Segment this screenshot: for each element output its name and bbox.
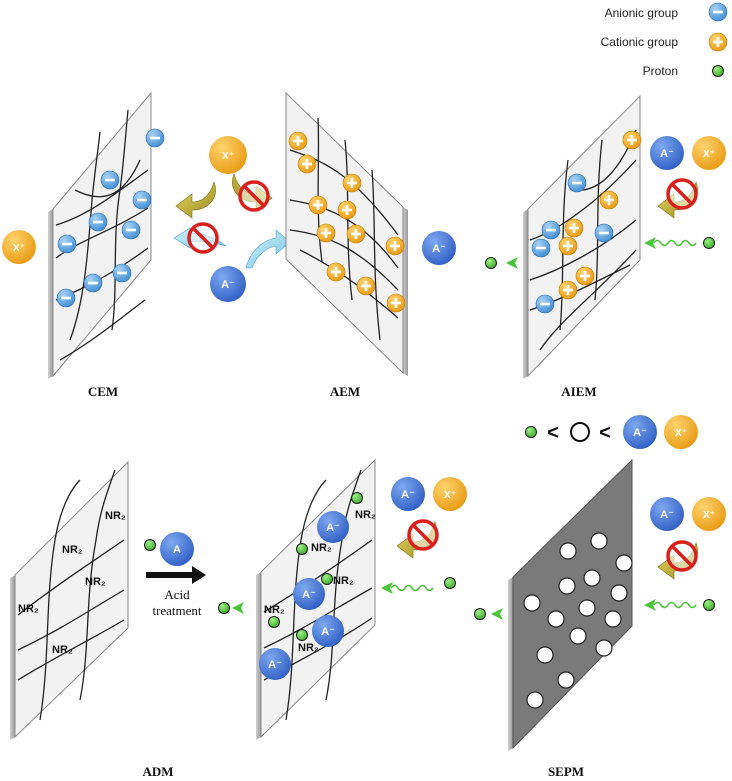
aiem-prohibition-icon	[666, 178, 698, 210]
legend-cationic-label: Cationic group	[601, 35, 679, 49]
acid-anion: A	[160, 532, 194, 566]
svg-text:NR₂: NR₂	[298, 642, 319, 654]
aiem-panel	[523, 94, 642, 379]
sepm-proton-in	[703, 599, 715, 611]
acid-doped-anion: A⁻	[391, 477, 425, 511]
svg-text:NR₂: NR₂	[18, 603, 39, 615]
svg-text:A⁻: A⁻	[321, 626, 335, 638]
sepm-proton-wave-in	[643, 598, 697, 612]
svg-text:A⁻: A⁻	[432, 243, 446, 255]
svg-text:A⁻: A⁻	[660, 509, 674, 521]
aiem-anion: A⁻	[650, 136, 684, 170]
sepm-membrane	[512, 458, 633, 750]
svg-text:<: <	[599, 422, 611, 444]
legend-proton-icon	[712, 65, 724, 77]
center-anion: A⁻	[210, 266, 246, 302]
aem-panel	[285, 91, 408, 376]
adm-proton-arrow-out	[232, 602, 244, 614]
acid-doped-proton-in	[444, 577, 456, 589]
acid-treatment-label-1: Acid	[164, 587, 190, 602]
center-cation: X⁺	[209, 136, 247, 174]
svg-text:A⁻: A⁻	[268, 659, 282, 671]
sepm-anion: A⁻	[650, 497, 684, 531]
svg-text:X⁺: X⁺	[703, 149, 715, 160]
svg-text:X⁺: X⁺	[675, 428, 687, 439]
acid-doped-prohibition-icon	[407, 519, 439, 551]
svg-text:A⁻: A⁻	[401, 489, 415, 501]
svg-text:NR₂: NR₂	[333, 575, 354, 587]
adm-proton-out	[218, 602, 230, 614]
svg-text:X⁺: X⁺	[222, 151, 234, 162]
cation-label: X⁺	[13, 243, 25, 254]
adm-panel: NR₂ NR₂ NR₂ NR₂ NR₂	[10, 460, 129, 740]
sepm-cation: X⁺	[692, 497, 726, 531]
svg-text:NR₂: NR₂	[85, 576, 106, 588]
svg-text:NR₂: NR₂	[311, 542, 332, 554]
svg-text:A⁻: A⁻	[302, 589, 316, 601]
caption-sepm: SEPM	[548, 764, 584, 779]
legend-anionic-label: Anionic group	[605, 6, 679, 20]
legend-anionic-icon	[708, 2, 728, 22]
caption-aem: AEM	[330, 384, 360, 399]
svg-text:NR₂: NR₂	[62, 544, 83, 556]
cem-cation-arrow	[175, 181, 216, 219]
aiem-proton-in	[703, 237, 715, 249]
caption-adm: ADM	[142, 764, 173, 779]
svg-text:X⁺: X⁺	[444, 490, 456, 501]
acid-proton	[144, 539, 156, 551]
cem-panel	[48, 91, 165, 379]
cem-membrane	[52, 91, 152, 378]
aem-anion-arrow	[245, 229, 291, 269]
aiem-proton-out	[485, 257, 497, 269]
sepm-proton-out	[474, 608, 486, 620]
size-comparison: < < A⁻ X⁺	[525, 415, 698, 449]
acid-treatment-arrow	[146, 566, 206, 584]
caption-cem: CEM	[88, 384, 118, 399]
adm-membrane	[14, 460, 129, 739]
cem-cation-left: X⁺	[2, 230, 36, 264]
cem-anion-prohibition-icon	[187, 222, 219, 254]
svg-text:NR₂: NR₂	[105, 510, 126, 522]
legend-proton-label: Proton	[643, 64, 678, 78]
svg-text:<: <	[547, 422, 559, 444]
acid-doped-cation: X⁺	[433, 477, 467, 511]
sepm-proton-arrow-out	[491, 608, 503, 620]
svg-text:A⁻: A⁻	[660, 148, 674, 160]
legend-cationic-icon	[708, 32, 728, 52]
sepm-prohibition-icon	[666, 540, 698, 572]
legend: Anionic group Cationic group Proton	[601, 2, 728, 78]
svg-text:X⁺: X⁺	[703, 510, 715, 521]
svg-text:NR₂: NR₂	[355, 509, 376, 521]
svg-text:A⁻: A⁻	[326, 522, 340, 534]
anion-label: A⁻	[221, 279, 235, 291]
aem-anion-right: A⁻	[422, 231, 456, 265]
acid-treatment-label-2: treatment	[152, 603, 201, 618]
svg-text:A⁻: A⁻	[633, 427, 647, 439]
aiem-cation: X⁺	[692, 136, 726, 170]
aiem-proton-arrow-out	[506, 257, 518, 269]
svg-text:NR₂: NR₂	[52, 644, 73, 656]
aiem-membrane	[527, 94, 641, 378]
svg-text:A: A	[173, 544, 181, 556]
acid-doped-proton-wave	[380, 581, 434, 595]
acid-doped-panel: A⁻ A⁻ A⁻ A⁻ NR₂ NR₂ NR₂ NR₂ NR₂	[256, 458, 376, 740]
aem-cation-prohibition-icon	[238, 180, 270, 212]
aiem-proton-wave-in	[643, 236, 697, 250]
svg-text:NR₂: NR₂	[264, 604, 285, 616]
caption-aiem: AIEM	[561, 384, 596, 399]
sepm-panel	[508, 458, 633, 751]
